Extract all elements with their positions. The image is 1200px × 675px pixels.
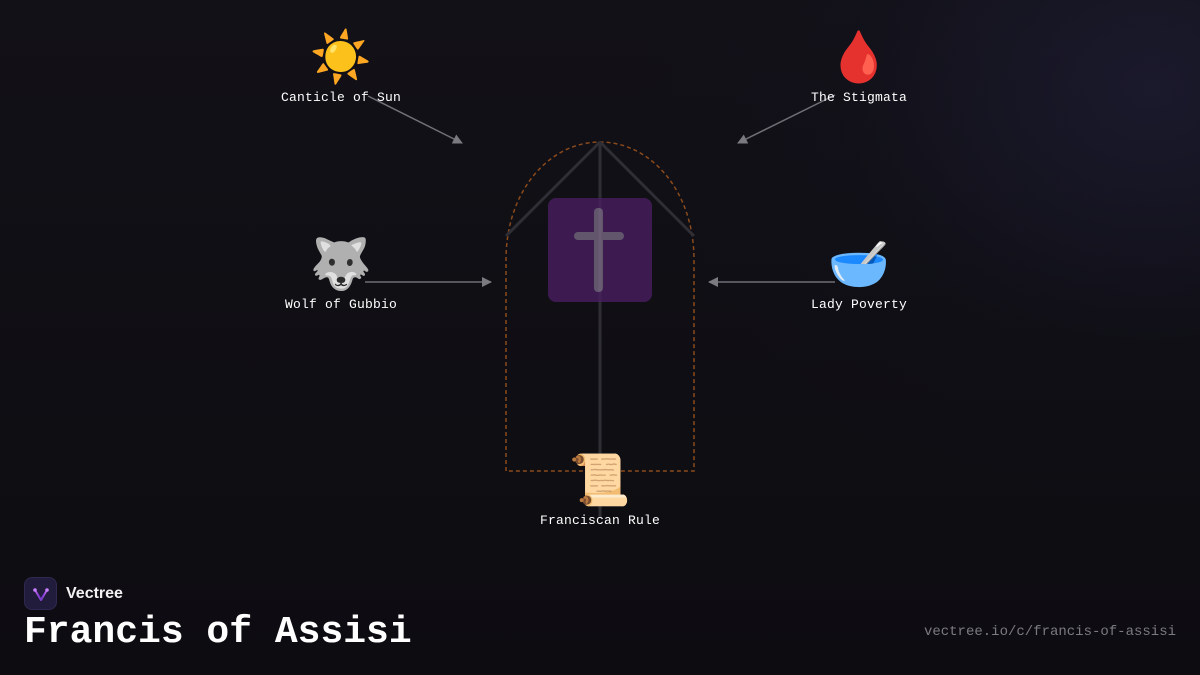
arch-frame-right (598, 140, 696, 238)
vectree-logo-icon (24, 577, 57, 610)
node-label: Wolf of Gubbio (284, 297, 398, 312)
brand-name: Vectree (66, 584, 123, 602)
node-lady-poverty: 🥣 Lady Poverty (749, 235, 969, 312)
node-label: Canticle of Sun (280, 90, 402, 105)
node-label: The Stigmata (810, 90, 907, 105)
node-canticle-of-sun: ☀️ Canticle of Sun (231, 28, 451, 105)
connector-stigmata (737, 94, 836, 144)
page-title: Francis of Assisi (24, 611, 412, 654)
blood-drop-icon: 🩸 (827, 28, 891, 86)
connector-canticle (367, 95, 463, 144)
wolf-icon: 🐺 (309, 235, 373, 293)
node-label: Franciscan Rule (539, 513, 661, 528)
node-franciscan-rule: 📜 Franciscan Rule (490, 451, 710, 528)
brand[interactable]: Vectree (24, 577, 123, 610)
node-label: Lady Poverty (810, 297, 907, 312)
sun-icon: ☀️ (309, 28, 373, 86)
node-wolf-of-gubbio: 🐺 Wolf of Gubbio (231, 235, 451, 312)
scroll-icon: 📜 (568, 451, 632, 509)
arch-frame-left (504, 140, 602, 238)
node-the-stigmata: 🩸 The Stigmata (749, 28, 969, 105)
cross-vertical-bar (594, 208, 603, 292)
cross-horizontal-bar (574, 232, 624, 240)
latin-cross-icon (548, 198, 652, 302)
bowl-icon: 🥣 (827, 235, 891, 293)
page-url[interactable]: vectree.io/c/francis-of-assisi (923, 624, 1176, 640)
